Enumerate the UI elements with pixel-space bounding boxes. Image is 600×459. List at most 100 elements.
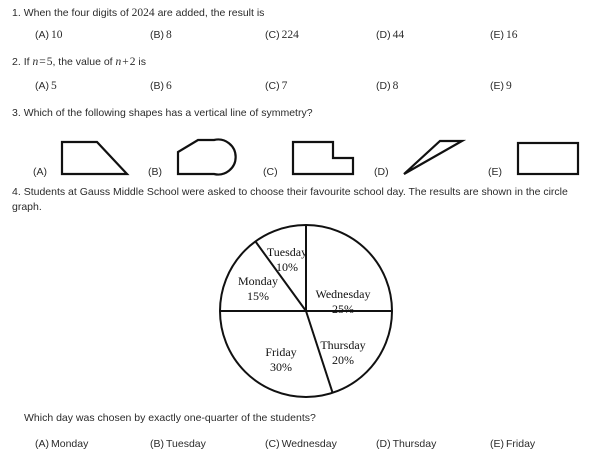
- option-value: Wednesday: [281, 438, 337, 450]
- question-4-text: Students at Gauss Middle School were ask…: [12, 186, 568, 213]
- option-label: (D): [376, 80, 391, 92]
- question-4-option-a[interactable]: (A)Monday: [35, 438, 88, 450]
- pie-label-thursday-pct: 20%: [332, 353, 354, 367]
- question-4-options: (A)Monday (B)Tuesday (C)Wednesday (D)Thu…: [0, 438, 600, 454]
- option-label: (D): [376, 438, 391, 450]
- right-trapezoid-shape: [60, 140, 130, 176]
- question-2-value-1: 5: [46, 56, 53, 68]
- option-value: 6: [166, 80, 172, 92]
- rectangle-shape: [516, 141, 580, 176]
- question-1-option-c[interactable]: (C)224: [265, 29, 299, 41]
- option-value: 224: [281, 29, 299, 41]
- pie-divider-monday-tuesday: [254, 240, 307, 312]
- question-2-stem: 2. If n=5, the value of n+2 is: [12, 55, 146, 69]
- option-value: 9: [506, 80, 512, 92]
- question-1-text-after: are added, the result is: [154, 7, 265, 19]
- pie-label-monday: Monday 15%: [238, 274, 278, 303]
- favourite-school-day-pie-chart: Wednesday 25% Thursday 20% Friday 30% Mo…: [213, 221, 399, 403]
- option-label: (E): [490, 80, 504, 92]
- question-3-option-d[interactable]: (D): [374, 126, 474, 178]
- option-value: 7: [281, 80, 288, 92]
- option-value: 16: [506, 29, 518, 41]
- question-4-option-c[interactable]: (C)Wednesday: [265, 438, 337, 450]
- l-shaped-step-polygon-shape: [291, 140, 355, 176]
- option-value: Tuesday: [166, 438, 206, 450]
- pie-label-tuesday-pct: 10%: [276, 260, 298, 274]
- question-2-options: (A)5 (B)6 (C)7 (D)8 (E)9: [0, 80, 600, 96]
- pie-chart-svg: Wednesday 25% Thursday 20% Friday 30% Mo…: [219, 224, 393, 398]
- pie-label-wednesday-pct: 25%: [332, 302, 354, 316]
- option-label: (D): [374, 166, 389, 178]
- option-label: (E): [490, 438, 504, 450]
- question-1-option-b[interactable]: (B)8: [150, 29, 172, 41]
- question-1-option-d[interactable]: (D)44: [376, 29, 404, 41]
- question-2-equals-sign: =: [39, 56, 46, 68]
- question-2-text-before: If: [23, 56, 33, 68]
- question-2-option-b[interactable]: (B)6: [150, 80, 172, 92]
- option-value: Monday: [51, 438, 89, 450]
- question-4-stem: 4. Students at Gauss Middle School were …: [12, 185, 578, 215]
- pie-label-thursday: Thursday 20%: [320, 338, 365, 367]
- option-value: 44: [392, 29, 405, 41]
- option-label: (A): [33, 166, 47, 178]
- pie-label-tuesday-name: Tuesday: [267, 245, 307, 259]
- question-4-option-d[interactable]: (D)Thursday: [376, 438, 436, 450]
- pie-label-friday-pct: 30%: [270, 360, 292, 374]
- pie-label-thursday-name: Thursday: [320, 338, 365, 352]
- question-2-text-mid: , the value of: [52, 56, 116, 68]
- option-label: (B): [150, 438, 164, 450]
- pie-divider-thursday-friday: [305, 310, 334, 394]
- pie-label-wednesday: Wednesday 25%: [315, 287, 370, 316]
- question-2-variable-2: n: [115, 56, 122, 68]
- option-label: (B): [150, 80, 164, 92]
- question-1-option-e[interactable]: (E)16: [490, 29, 518, 41]
- option-value: 5: [51, 80, 57, 92]
- question-4-followup: Which day was chosen by exactly one-quar…: [24, 412, 316, 424]
- option-value: 8: [392, 80, 399, 92]
- question-2-option-a[interactable]: (A)5: [35, 80, 57, 92]
- option-label: (A): [35, 29, 49, 41]
- option-value: 8: [166, 29, 172, 41]
- question-1-stem: 1. When the four digits of 2024 are adde…: [12, 6, 264, 20]
- question-1-options: (A)10 (B)8 (C)224 (D)44 (E)16: [0, 29, 600, 45]
- question-2-option-c[interactable]: (C)7: [265, 80, 287, 92]
- question-3-text: Which of the following shapes has a vert…: [23, 107, 313, 119]
- question-4-option-e[interactable]: (E)Friday: [490, 438, 535, 450]
- option-label: (A): [35, 80, 49, 92]
- question-2-option-d[interactable]: (D)8: [376, 80, 398, 92]
- option-label: (E): [490, 29, 504, 41]
- thin-sliver-triangle-shape: [403, 139, 467, 175]
- question-3-option-c[interactable]: (C): [263, 126, 363, 178]
- question-1-option-a[interactable]: (A)10: [35, 29, 63, 41]
- question-3-option-a[interactable]: (A): [33, 126, 133, 178]
- option-value: Friday: [506, 438, 536, 450]
- pie-label-tuesday: Tuesday 10%: [267, 245, 307, 274]
- pie-label-monday-pct: 15%: [247, 289, 269, 303]
- question-4-option-b[interactable]: (B)Tuesday: [150, 438, 206, 450]
- question-2-option-e[interactable]: (E)9: [490, 80, 512, 92]
- option-label: (E): [488, 166, 502, 178]
- option-label: (C): [265, 29, 280, 41]
- question-3-option-b[interactable]: (B): [148, 126, 248, 178]
- option-label: (B): [150, 29, 164, 41]
- pie-label-friday: Friday 30%: [265, 345, 296, 374]
- question-2-text-after: is: [135, 56, 146, 68]
- teardrop-semicircle-shape: [176, 138, 237, 176]
- option-label: (B): [148, 166, 162, 178]
- option-label: (C): [265, 438, 280, 450]
- pie-label-monday-name: Monday: [238, 274, 278, 288]
- option-label: (C): [263, 166, 278, 178]
- question-3-number: 3.: [12, 107, 21, 119]
- option-value: 10: [51, 29, 63, 41]
- question-3-option-e[interactable]: (E): [488, 126, 588, 178]
- question-2-number: 2.: [12, 56, 21, 68]
- question-3-shape-options: (A) (B) (C) (D) (E): [0, 126, 600, 178]
- question-1-number: 1.: [12, 7, 21, 19]
- question-4-number: 4.: [12, 186, 21, 198]
- question-3-stem: 3. Which of the following shapes has a v…: [12, 106, 313, 120]
- option-label: (C): [265, 80, 280, 92]
- question-1-inline-number: 2024: [131, 7, 155, 19]
- option-value: Thursday: [392, 438, 437, 450]
- question-2-plus-sign: +: [122, 56, 129, 68]
